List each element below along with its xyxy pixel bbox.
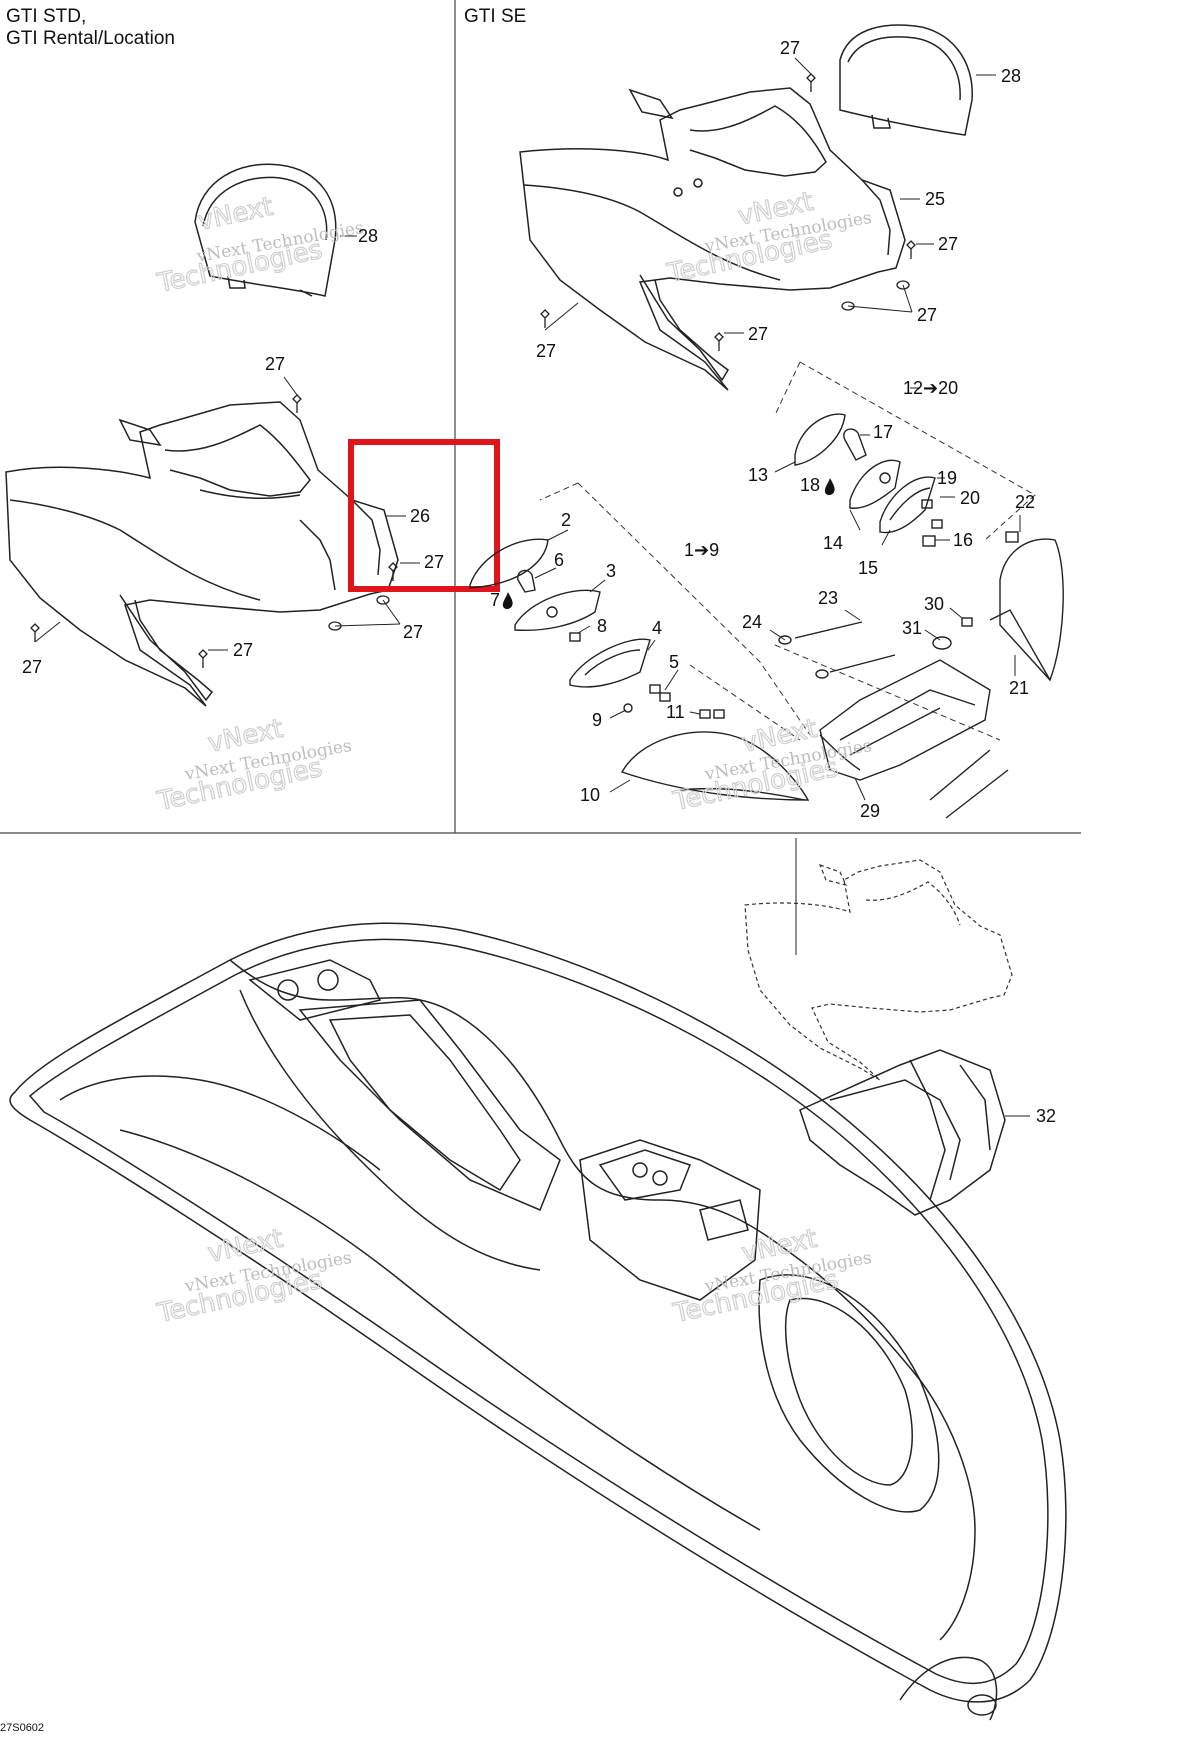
callout-16: 16: [953, 530, 974, 550]
se-components: [469, 413, 1064, 819]
callout-25: 25: [925, 189, 946, 209]
callout-26: 26: [410, 506, 431, 526]
callout-27: 27: [748, 324, 769, 344]
callout-1-9: 1➔9: [684, 540, 720, 560]
callout-14: 14: [823, 533, 844, 553]
callout-21: 21: [1009, 678, 1030, 698]
callout-27: 27: [403, 622, 424, 642]
callout-27: 27: [536, 341, 557, 361]
callout-27: 27: [780, 38, 801, 58]
callout-32: 32: [1036, 1106, 1057, 1126]
callout-4: 4: [652, 618, 663, 638]
se-leader-lines: [544, 57, 996, 334]
highlight-box: [348, 439, 500, 592]
std-fasteners: [30, 394, 398, 668]
callout-27: 27: [22, 657, 43, 677]
drawing-code: 27S0602: [0, 1722, 45, 1734]
callout-31: 31: [902, 618, 923, 638]
callout-8: 8: [597, 616, 608, 636]
callout-10: 10: [580, 785, 601, 805]
hull: [9, 922, 1067, 1721]
hull-body-reference: [744, 859, 1013, 1081]
callout-27: 27: [938, 234, 959, 254]
callout-5: 5: [669, 652, 680, 672]
callout-24: 24: [742, 612, 763, 632]
se-component-leaders: [534, 387, 1021, 801]
watermark-text: vNext: [195, 192, 276, 237]
se-fasteners: [540, 73, 916, 351]
callout-11: 11: [666, 702, 685, 722]
callout-6: 6: [554, 550, 565, 570]
callout-22: 22: [1015, 492, 1036, 512]
std-seat-cover-28: [194, 163, 337, 297]
hull-part-32: [799, 1049, 1006, 1216]
callout-3: 3: [606, 561, 617, 581]
callout-13: 13: [748, 465, 769, 485]
callout-17: 17: [873, 422, 894, 442]
callout-12-20: 12➔20: [903, 378, 959, 398]
callout-19: 19: [937, 468, 958, 488]
callout-7: 7: [490, 590, 501, 610]
se-drops: [502, 478, 835, 609]
callout-27: 27: [917, 305, 938, 325]
panel-title-gti-se: GTI SE: [464, 6, 527, 27]
se-exploded-frames: [539, 361, 1036, 741]
panel-title-line: GTI STD,: [6, 6, 87, 27]
se-front-body: [519, 87, 906, 391]
callout-15: 15: [858, 558, 879, 578]
callout-28: 28: [1001, 66, 1022, 86]
std-leader-lines: [34, 235, 420, 651]
callout-27: 27: [265, 354, 286, 374]
std-front-body: [5, 401, 399, 707]
panel-dividers: [0, 0, 1081, 834]
panel-title-gti-std: GTI STD, GTI Rental/Location: [6, 6, 175, 50]
panel-title-line: GTI Rental/Location: [6, 28, 175, 49]
se-seat-cover-28: [839, 24, 973, 136]
callout-23: 23: [818, 588, 839, 608]
callout-9: 9: [592, 710, 603, 730]
callout-27: 27: [233, 640, 254, 660]
watermarks: vNext vNext Technologies Technologies vN…: [154, 186, 874, 1330]
parts-diagram: vNext vNext Technologies Technologies vN…: [0, 0, 1081, 1721]
callout-28: 28: [358, 226, 379, 246]
callout-29: 29: [860, 801, 881, 821]
callout-30: 30: [924, 594, 945, 614]
callout-27: 27: [424, 552, 445, 572]
callout-18: 18: [800, 475, 821, 495]
callout-2: 2: [561, 510, 572, 530]
callout-20: 20: [960, 488, 981, 508]
